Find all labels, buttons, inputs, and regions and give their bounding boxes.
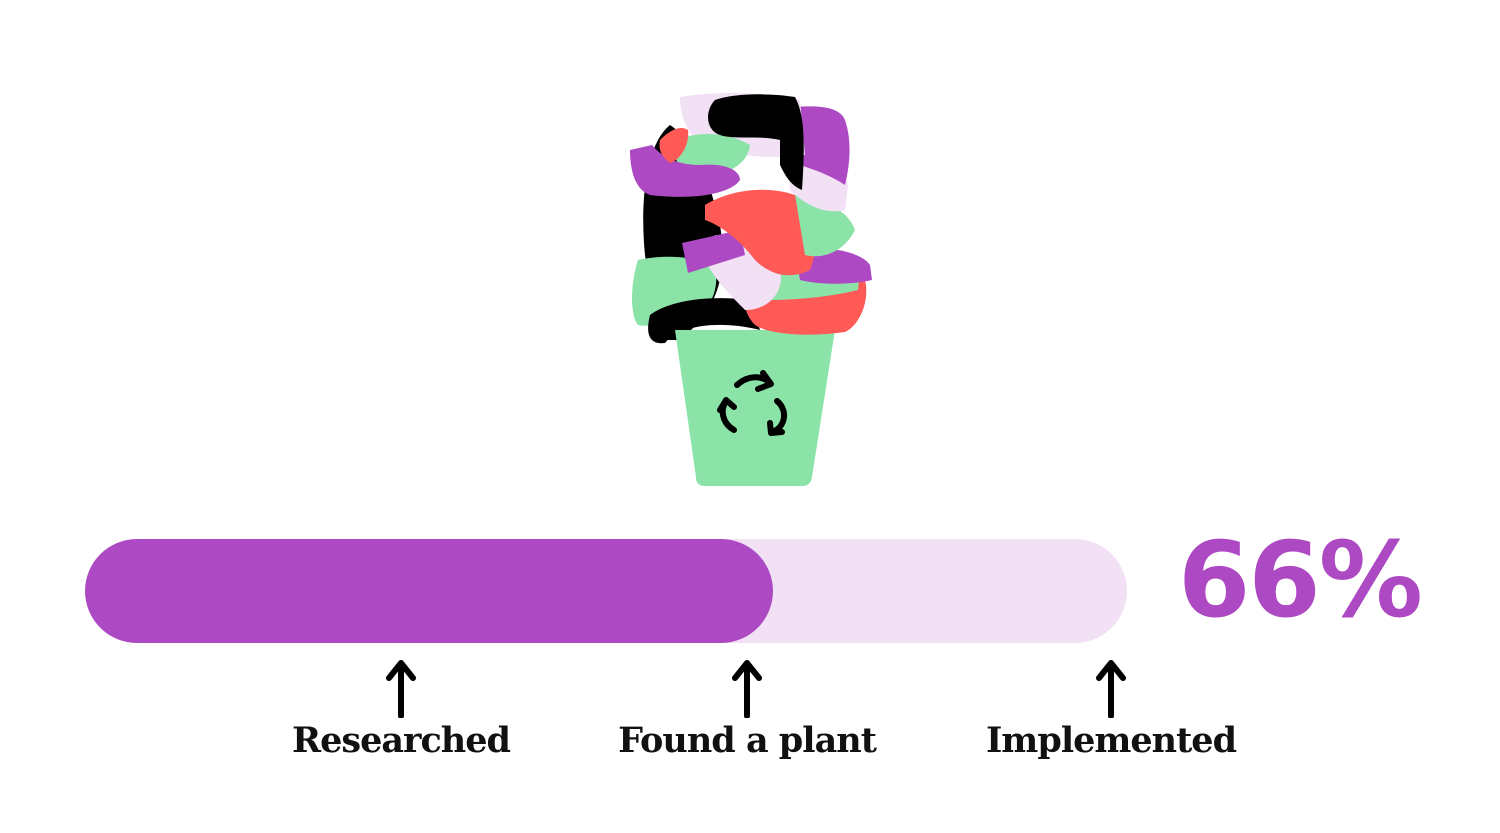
- clothes-purple-right: [795, 248, 872, 284]
- clothes-purple-bar: [682, 230, 745, 273]
- milestone-label: Implemented: [985, 720, 1237, 761]
- clothes-red-center: [705, 189, 815, 276]
- clothes-red-top-left: [659, 128, 689, 163]
- progress-fill: [85, 539, 773, 643]
- milestone-label: Found a plant: [618, 720, 877, 761]
- clothes-purple-top-left: [630, 145, 740, 197]
- arrow-up-icon: [386, 660, 416, 718]
- milestone-found-a-plant: Found a plant: [587, 658, 907, 761]
- clothes-purple-top-right: [795, 106, 850, 185]
- clothes-green-right: [795, 195, 855, 257]
- recycling-bin-illustration: [630, 93, 872, 486]
- arrow-up-icon: [1096, 660, 1126, 718]
- clothes-black-top: [708, 94, 804, 190]
- bin-body: [675, 330, 835, 486]
- recycle-icon: [717, 370, 787, 436]
- arrow-up-icon: [732, 660, 762, 718]
- milestone-label: Researched: [292, 720, 511, 761]
- milestone-researched: Researched: [241, 658, 561, 761]
- milestone-implemented: Implemented: [951, 658, 1271, 761]
- progress-percent-label: 66%: [1178, 519, 1423, 641]
- progress-track: [85, 539, 1127, 643]
